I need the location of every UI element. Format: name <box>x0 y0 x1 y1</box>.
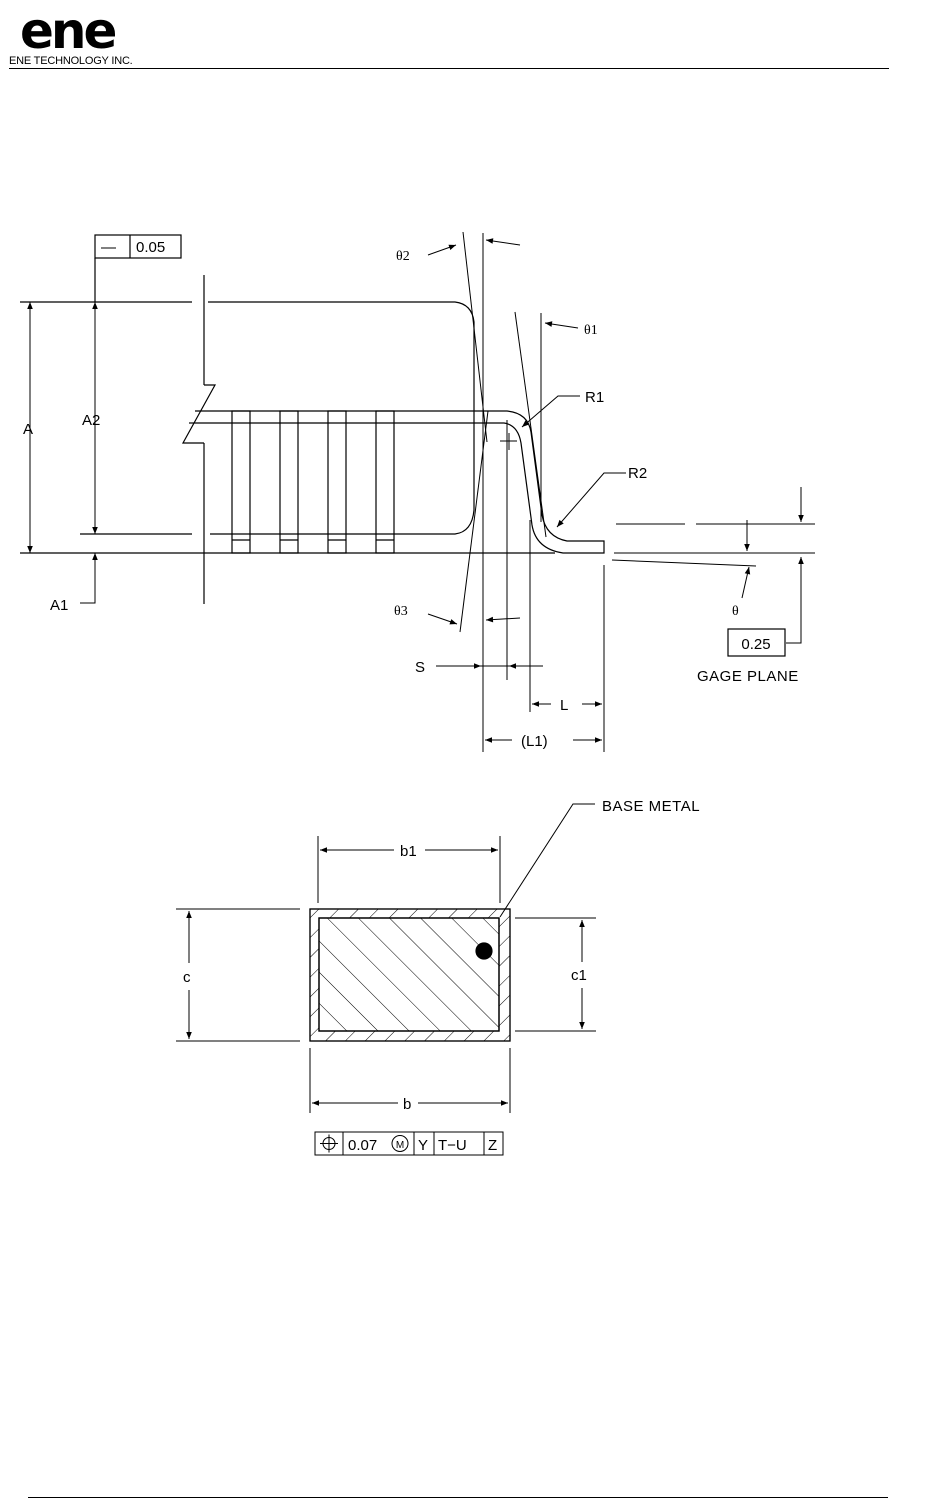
tolerance-modifier: M <box>396 1140 404 1151</box>
footer-divider <box>28 1497 888 1498</box>
label-R1: R1 <box>585 389 604 406</box>
flatness-symbol: — <box>101 239 116 256</box>
company-logo: ene <box>20 2 117 60</box>
angle-leaders <box>427 238 804 644</box>
label-b1: b1 <box>400 843 417 860</box>
header-divider <box>9 68 889 69</box>
label-L: L <box>560 697 568 714</box>
datum-y: Y <box>418 1137 428 1154</box>
label-A1: A1 <box>50 597 68 614</box>
label-R2: R2 <box>628 465 647 482</box>
lead-tabs <box>231 410 395 554</box>
flatness-tolerance-frame <box>94 234 182 302</box>
section-dimension-lines <box>186 847 585 1106</box>
label-A: A <box>23 421 33 438</box>
package-body-outline <box>20 275 555 604</box>
label-c: c <box>183 969 191 986</box>
flatness-value: 0.05 <box>136 239 165 256</box>
gage-value: 0.25 <box>741 636 770 653</box>
gage-plane-lines <box>611 523 815 567</box>
company-name: ENE TECHNOLOGY INC. <box>9 55 133 67</box>
base-metal-region <box>318 917 500 1032</box>
height-dimensions <box>27 302 98 604</box>
base-metal-marker <box>475 942 493 960</box>
section-extension-lines <box>176 836 596 1113</box>
label-c1: c1 <box>571 967 587 984</box>
lead-length-dimensions <box>436 663 602 743</box>
angle-construction-lines <box>459 231 605 752</box>
label-A2: A2 <box>82 412 100 429</box>
tolerance-value: 0.07 <box>348 1137 377 1154</box>
label-theta3: θ3 <box>394 604 408 619</box>
label-L1: (L1) <box>521 733 548 750</box>
profile-labels: — 0.05 A A2 A1 θ2 θ1 θ3 θ R1 R2 S L (L1)… <box>23 239 799 750</box>
lead-cross-section-view <box>176 803 596 1156</box>
base-metal-label: BASE METAL <box>602 798 700 815</box>
label-b: b <box>403 1096 411 1113</box>
position-tolerance-frame <box>314 1131 504 1156</box>
label-theta1: θ1 <box>584 323 598 338</box>
gage-plane-label: GAGE PLANE <box>697 668 799 685</box>
gull-wing-lead <box>189 410 605 554</box>
label-theta2: θ2 <box>396 249 410 264</box>
datum-z: Z <box>488 1137 497 1154</box>
side-profile-view <box>20 231 815 752</box>
label-theta: θ <box>732 604 739 619</box>
label-S: S <box>415 659 425 676</box>
datum-t-u: T−U <box>438 1137 467 1154</box>
gage-value-box <box>727 628 786 657</box>
section-labels: BASE METAL b1 c c1 b 0.07 M Y T−U Z <box>183 798 700 1154</box>
